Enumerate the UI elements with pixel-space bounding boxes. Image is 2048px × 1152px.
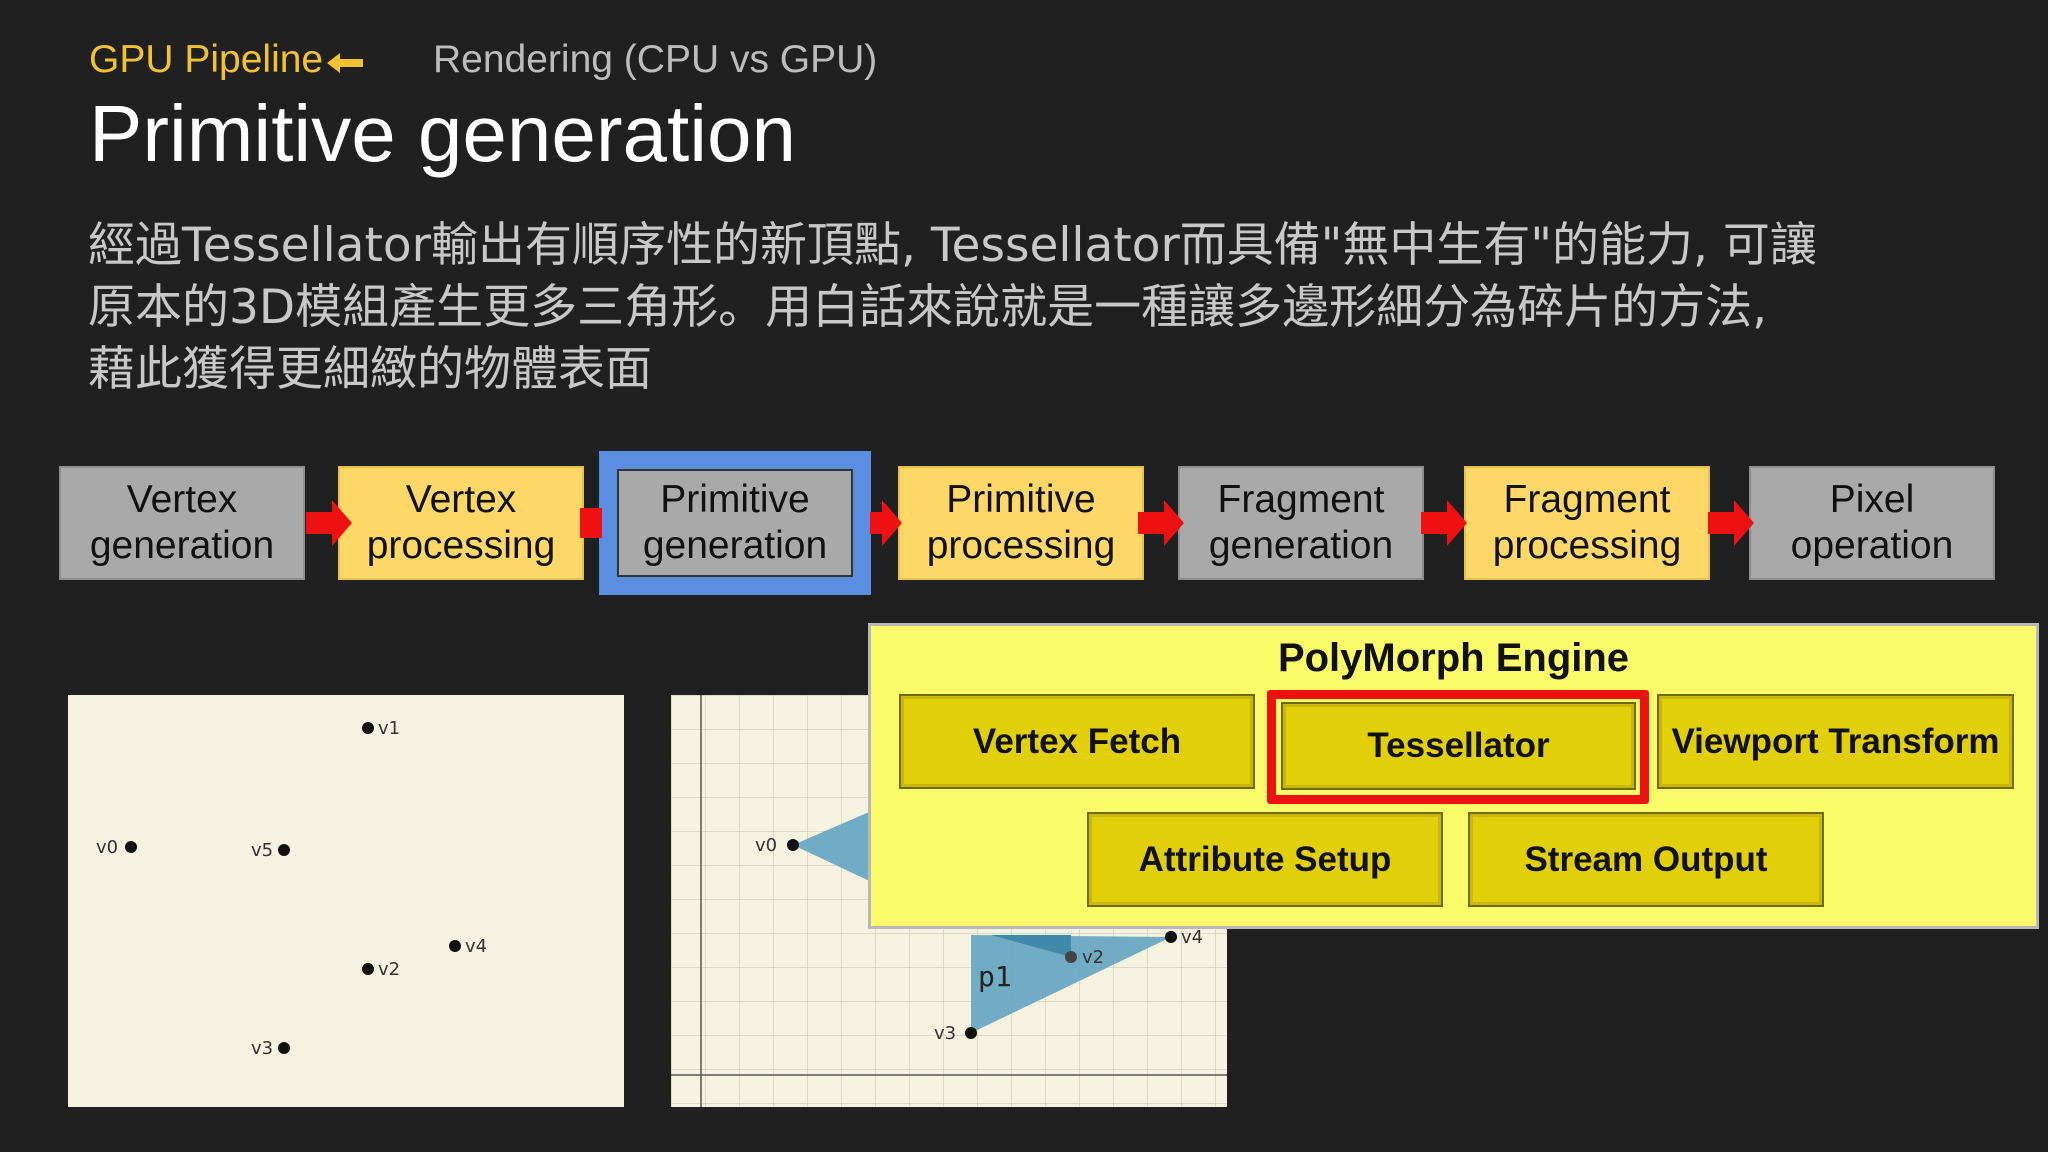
description-line-3: 藉此獲得更細緻的物體表面	[88, 342, 652, 397]
engine-title: PolyMorph Engine	[1277, 636, 1630, 680]
unit-label: Tessellator	[1367, 726, 1550, 765]
flow-arrow-icon	[306, 500, 352, 546]
vertex-v3: v3	[934, 1023, 977, 1044]
flow-arrow-icon	[1708, 500, 1754, 546]
primitive-label: p1	[978, 960, 1012, 993]
description-line-1: 經過Tessellator輸出有順序性的新頂點, Tessellator而具備"…	[88, 218, 1817, 273]
svg-text:v0: v0	[96, 837, 118, 858]
svg-text:v3: v3	[934, 1023, 956, 1044]
svg-text:v2: v2	[1082, 947, 1104, 968]
unit-attribute-setup: Attribute Setup	[1087, 812, 1443, 907]
stage-label-line1: Primitive	[660, 478, 810, 521]
svg-text:v5: v5	[251, 840, 273, 861]
page-title: Primitive generation	[89, 89, 796, 178]
stage-label-line2: processing	[1492, 524, 1682, 567]
vertex-v0: v0	[96, 837, 137, 858]
unit-tessellator: Tessellator	[1281, 702, 1636, 790]
vertex-v4: v4	[1165, 927, 1203, 948]
svg-text:v4: v4	[1181, 927, 1203, 948]
description-line-2: 原本的3D模組產生更多三角形。用白話來說就是一種讓多邊形細分為碎片的方法,	[88, 280, 1768, 335]
vertex-v4: v4	[449, 936, 487, 957]
vertex-v5: v5	[251, 840, 290, 861]
tessellator-highlight	[1267, 690, 1649, 804]
unit-viewport-transform: Viewport Transform	[1657, 694, 2014, 789]
flow-arrow-icon	[1138, 500, 1184, 546]
svg-text:v3: v3	[251, 1038, 273, 1059]
svg-text:v4: v4	[465, 936, 487, 957]
unit-stream-output: Stream Output	[1468, 812, 1824, 907]
unit-vertex-fetch: Vertex Fetch	[899, 694, 1255, 789]
polymorph-engine-panel: PolyMorph Engine Vertex Fetch Tessellato…	[868, 623, 2039, 929]
stage-label-line2: generation	[642, 524, 828, 567]
svg-text:v1: v1	[378, 718, 400, 739]
stage-label-line2: generation	[1208, 524, 1394, 567]
vertex-v3: v3	[251, 1038, 290, 1059]
subtopic-label: Rendering (CPU vs GPU)	[433, 38, 878, 81]
unit-label: Viewport Transform	[1671, 721, 2000, 761]
breadcrumb[interactable]: GPU Pipeline	[89, 38, 364, 84]
vertex-plot: v1 v0 v5 v4 v2 v3	[68, 695, 624, 1107]
flow-arrow-icon	[1421, 500, 1467, 546]
stage-label-line1: Pixel	[1829, 478, 1915, 521]
stage-label-line1: Fragment	[1503, 478, 1671, 521]
unit-label: Vertex Fetch	[972, 721, 1182, 761]
stage-label-line1: Primitive	[946, 478, 1096, 521]
stage-label-line1: Fragment	[1217, 478, 1385, 521]
svg-text:v0: v0	[755, 835, 777, 856]
triangle-inner	[991, 935, 1071, 957]
unit-label: Stream Output	[1524, 839, 1768, 879]
stage-label-line2: processing	[926, 524, 1116, 567]
stage-label-line1: Vertex	[405, 478, 517, 521]
vertex-v1: v1	[362, 718, 400, 739]
unit-label: Attribute Setup	[1138, 839, 1392, 879]
flow-arrow-icon	[580, 508, 602, 538]
breadcrumb-label: GPU Pipeline	[89, 38, 324, 81]
vertex-v2: v2	[1065, 947, 1104, 968]
flow-arrow-icon	[870, 500, 902, 546]
description-text: 經過Tessellator輸出有順序性的新頂點, Tessellator而具備"…	[88, 215, 1988, 401]
vertex-v2: v2	[362, 959, 400, 980]
stage-label-line2: processing	[366, 524, 556, 567]
svg-text:v2: v2	[378, 959, 400, 980]
vertex-v0: v0	[755, 835, 799, 856]
triangle-p1	[971, 935, 1171, 1033]
stage-label-line2: operation	[1790, 524, 1954, 567]
stage-label-line1: Vertex	[126, 478, 238, 521]
arrow-left-icon	[327, 40, 364, 84]
stage-label-line2: generation	[89, 524, 275, 567]
